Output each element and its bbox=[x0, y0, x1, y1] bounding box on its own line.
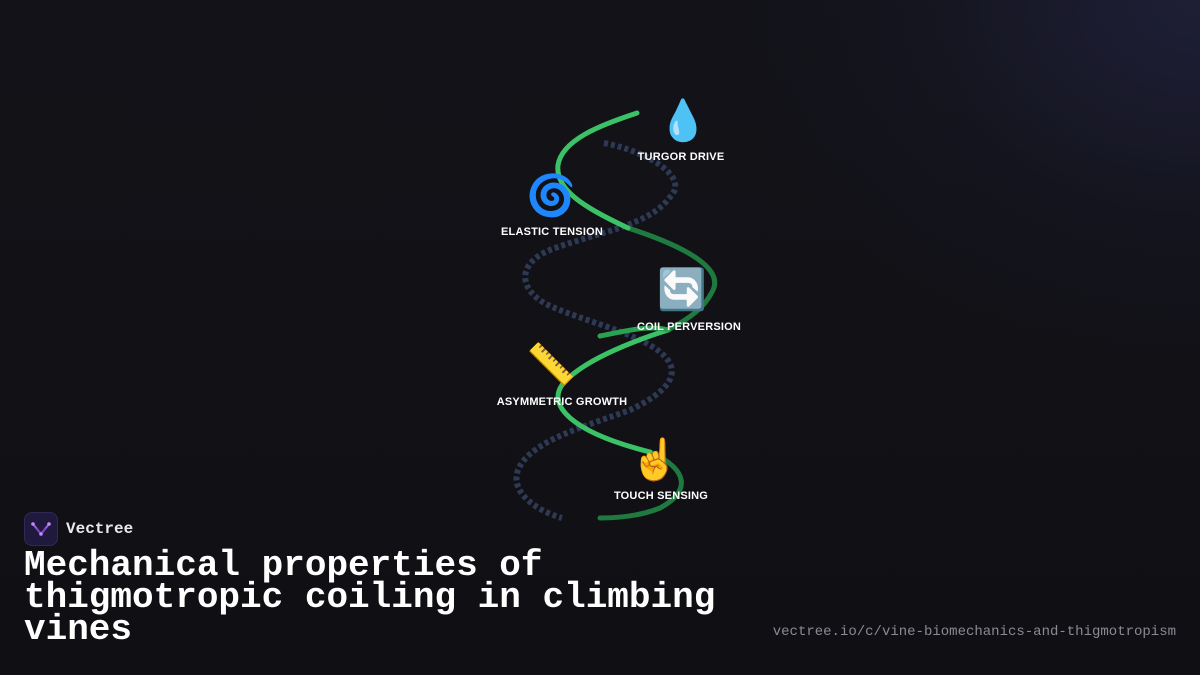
page-title: Mechanical properties of thigmotropic co… bbox=[24, 545, 716, 650]
droplet-icon: 💧 bbox=[658, 97, 708, 144]
node-coil-perversion: 🔄 COIL PERVERSION bbox=[637, 266, 741, 333]
node-label: ASYMMETRIC GROWTH bbox=[497, 396, 628, 408]
node-label: TURGOR DRIVE bbox=[638, 151, 725, 163]
vine-tendril-shade bbox=[597, 325, 671, 339]
vectree-logo-icon bbox=[24, 512, 58, 546]
node-label: COIL PERVERSION bbox=[637, 321, 741, 333]
node-label: TOUCH SENSING bbox=[614, 490, 708, 502]
ruler-icon: 📏 bbox=[526, 341, 576, 388]
pointing-finger-icon: ☝️ bbox=[630, 435, 680, 483]
cyclone-icon: 🌀 bbox=[526, 171, 576, 219]
node-elastic-tension: 🌀 ELASTIC TENSION bbox=[501, 171, 603, 238]
node-label: ELASTIC TENSION bbox=[501, 226, 603, 238]
brand-name: Vectree bbox=[66, 520, 134, 538]
node-asymmetric-growth: 📏 ASYMMETRIC GROWTH bbox=[497, 341, 628, 408]
vine-tendril bbox=[555, 110, 671, 455]
support-helix bbox=[513, 140, 679, 521]
vine-back-segment bbox=[597, 449, 684, 521]
vine-back-segment bbox=[625, 225, 718, 333]
brand: Vectree bbox=[24, 512, 133, 546]
source-url[interactable]: vectree.io/c/vine-biomechanics-and-thigm… bbox=[772, 624, 1176, 640]
node-turgor-drive: 💧 TURGOR DRIVE bbox=[638, 97, 725, 163]
node-touch-sensing: ☝️ TOUCH SENSING bbox=[614, 435, 708, 502]
rotate-arrows-icon: 🔄 bbox=[657, 266, 707, 313]
